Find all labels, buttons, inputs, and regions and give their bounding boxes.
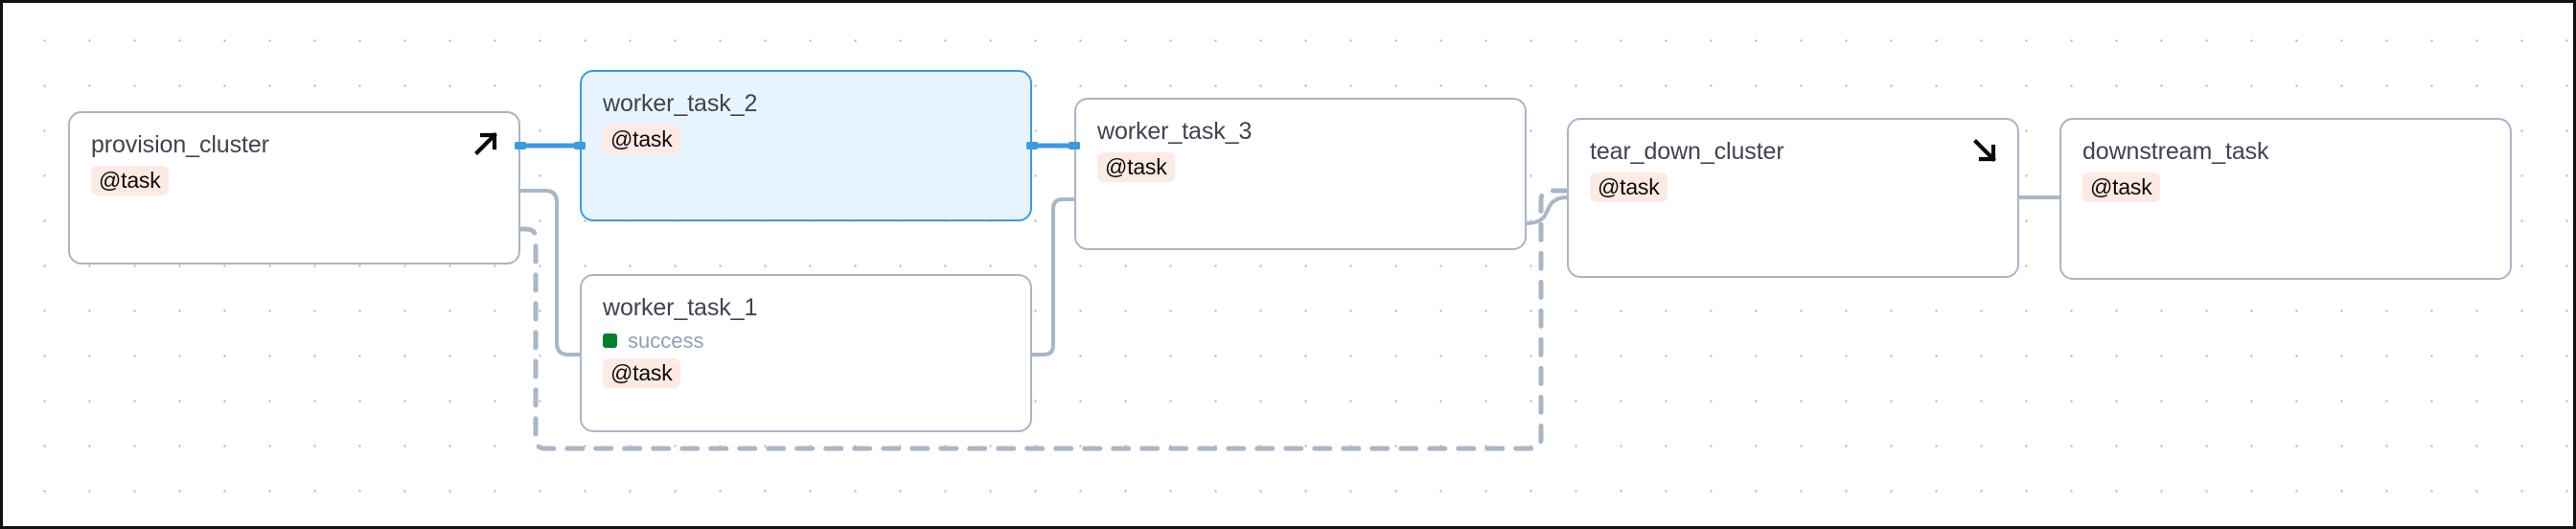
status-label: success [628,328,704,353]
node-title: worker_task_3 [1097,118,1253,145]
task-decorator-badge: @task [1097,151,1175,183]
node-title: worker_task_1 [603,294,758,321]
node-title: provision_cluster [91,131,269,158]
status-success-icon [603,334,617,348]
node-title: worker_task_2 [603,90,758,117]
task-decorator-badge: @task [1590,172,1668,203]
node-title: downstream_task [2082,138,2269,165]
node-provision_cluster[interactable]: provision_cluster @task [68,111,520,264]
edge-worker_task_1-to-worker_task_3[interactable] [1030,197,1076,356]
node-worker_task_2[interactable]: worker_task_2 @task [580,70,1032,221]
arrow-down-right-icon [1969,135,2000,166]
node-title: tear_down_cluster [1590,138,1784,165]
port-worker3-in-blue[interactable] [1069,142,1080,150]
task-decorator-badge: @task [603,124,680,155]
port-provision-out-blue[interactable] [515,142,526,150]
edge-provision_cluster-to-worker_task_1[interactable] [518,189,582,356]
task-decorator-badge: @task [2082,172,2160,203]
node-downstream_task[interactable]: downstream_task @task [2059,118,2512,280]
node-worker_task_3[interactable]: worker_task_3 @task [1074,98,1527,250]
status-badge: success [603,328,1009,353]
edge-worker_task_3-to-tear_down_cluster[interactable] [1525,196,1569,225]
node-tear_down_cluster[interactable]: tear_down_cluster @task [1567,118,2019,278]
arrow-up-right-icon [471,128,501,159]
port-worker2-out-blue[interactable] [1026,142,1038,150]
port-worker2-in-blue[interactable] [574,142,586,150]
task-decorator-badge: @task [603,357,680,389]
task-decorator-badge: @task [91,165,169,196]
